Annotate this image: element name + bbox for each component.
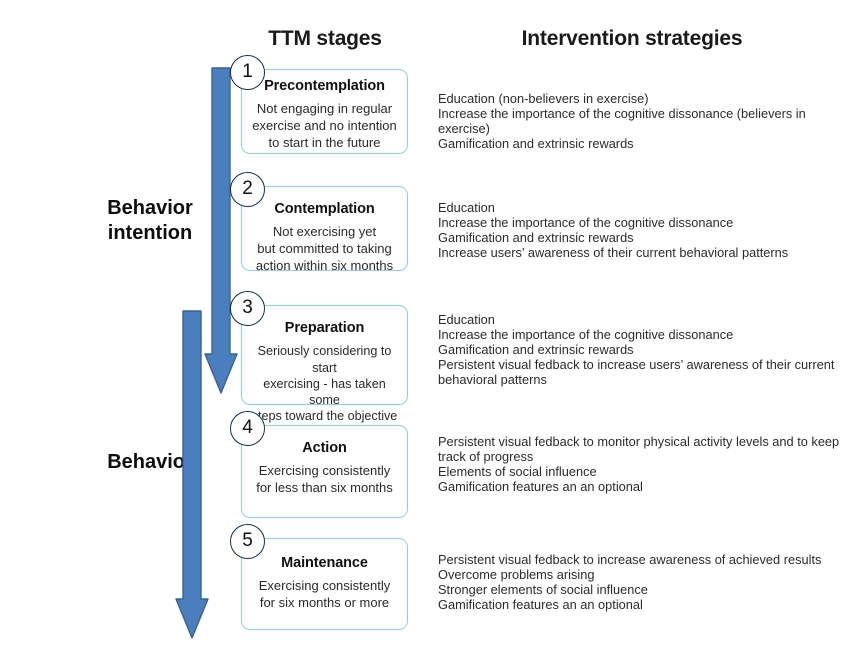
strategy-item: Gamification features an an optional [438,597,643,613]
stage-box-maintenance[interactable]: Maintenance Exercising consistently for … [241,538,408,630]
stage-number-4: 4 [230,411,265,446]
strategy-item: Gamification and extrinsic rewards [438,342,634,358]
strategy-item: Persistent visual fedback to monitor phy… [438,434,840,465]
strategy-item: Gamification and extrinsic rewards [438,230,634,246]
strategy-item: Increase the importance of the cognitive… [438,327,734,343]
strategy-item: Increase the importance of the cognitive… [438,106,806,137]
column-header-ttm-stages: TTM stages [268,27,382,50]
stage-number-5: 5 [230,524,265,559]
stage-title: Action [302,440,347,456]
strategy-item: Persistent visual fedback to increase aw… [438,552,822,567]
stage-box-action[interactable]: Action Exercising consistently for less … [241,425,408,518]
behavior-intention-arrow [203,66,239,396]
strategy-item: Education (non-believers in exercise) [438,91,649,106]
stage-description: Seriously considering to start exercisin… [251,344,398,423]
strategy-item: Increase the importance of the cognitive… [438,215,734,231]
strategy-item: Overcome problems arising [438,567,595,583]
strategy-item: Stronger elements of social influence [438,582,648,598]
stage-title: Maintenance [281,555,368,571]
stage-title: Contemplation [274,201,375,217]
stage-number-1: 1 [230,55,265,90]
stage-description: Not exercising yet but committed to taki… [255,224,394,273]
strategy-item: Education [438,200,495,215]
stage-description: Not engaging in regular exercise and no … [252,101,397,150]
down-arrow-icon [175,310,209,639]
strategy-list-action: Persistent visual fedback to monitor phy… [438,434,846,494]
stage-box-precontemplation[interactable]: Precontemplation Not engaging in regular… [241,69,408,154]
stage-description: Exercising consistently for less than si… [256,463,393,496]
strategy-list-preparation: Education Increase the importance of the… [438,312,846,387]
stage-title: Precontemplation [264,78,385,94]
group-label-behavior: Behavior [107,451,193,473]
strategy-item: Gamification features an an optional [438,479,643,495]
column-header-intervention-strategies: Intervention strategies [521,27,743,50]
stage-title: Preparation [284,320,365,336]
stage-description: Exercising consistently for six months o… [258,578,391,611]
group-label-behavior-intention: Behavior intention [107,197,193,244]
strategy-item: Elements of social influence [438,464,597,480]
strategy-item: Education [438,312,495,327]
down-arrow-icon [204,67,238,394]
strategy-list-contemplation: Education Increase the importance of the… [438,200,846,260]
stage-box-preparation[interactable]: Preparation Seriously considering to sta… [241,305,408,423]
strategy-list-precontemplation: Education (non-believers in exercise) In… [438,91,846,151]
strategy-item: Gamification and extrinsic rewards [438,136,634,152]
strategy-item: Increase users’ awareness of their curre… [438,245,789,261]
strategy-list-maintenance: Persistent visual fedback to increase aw… [438,552,846,612]
stage-number-3: 3 [230,291,265,326]
strategy-item: Persistent visual fedback to increase us… [438,357,835,388]
behavior-arrow [174,309,210,641]
stage-box-contemplation[interactable]: Contemplation Not exercising yet but com… [241,186,408,273]
stage-number-2: 2 [230,172,265,207]
